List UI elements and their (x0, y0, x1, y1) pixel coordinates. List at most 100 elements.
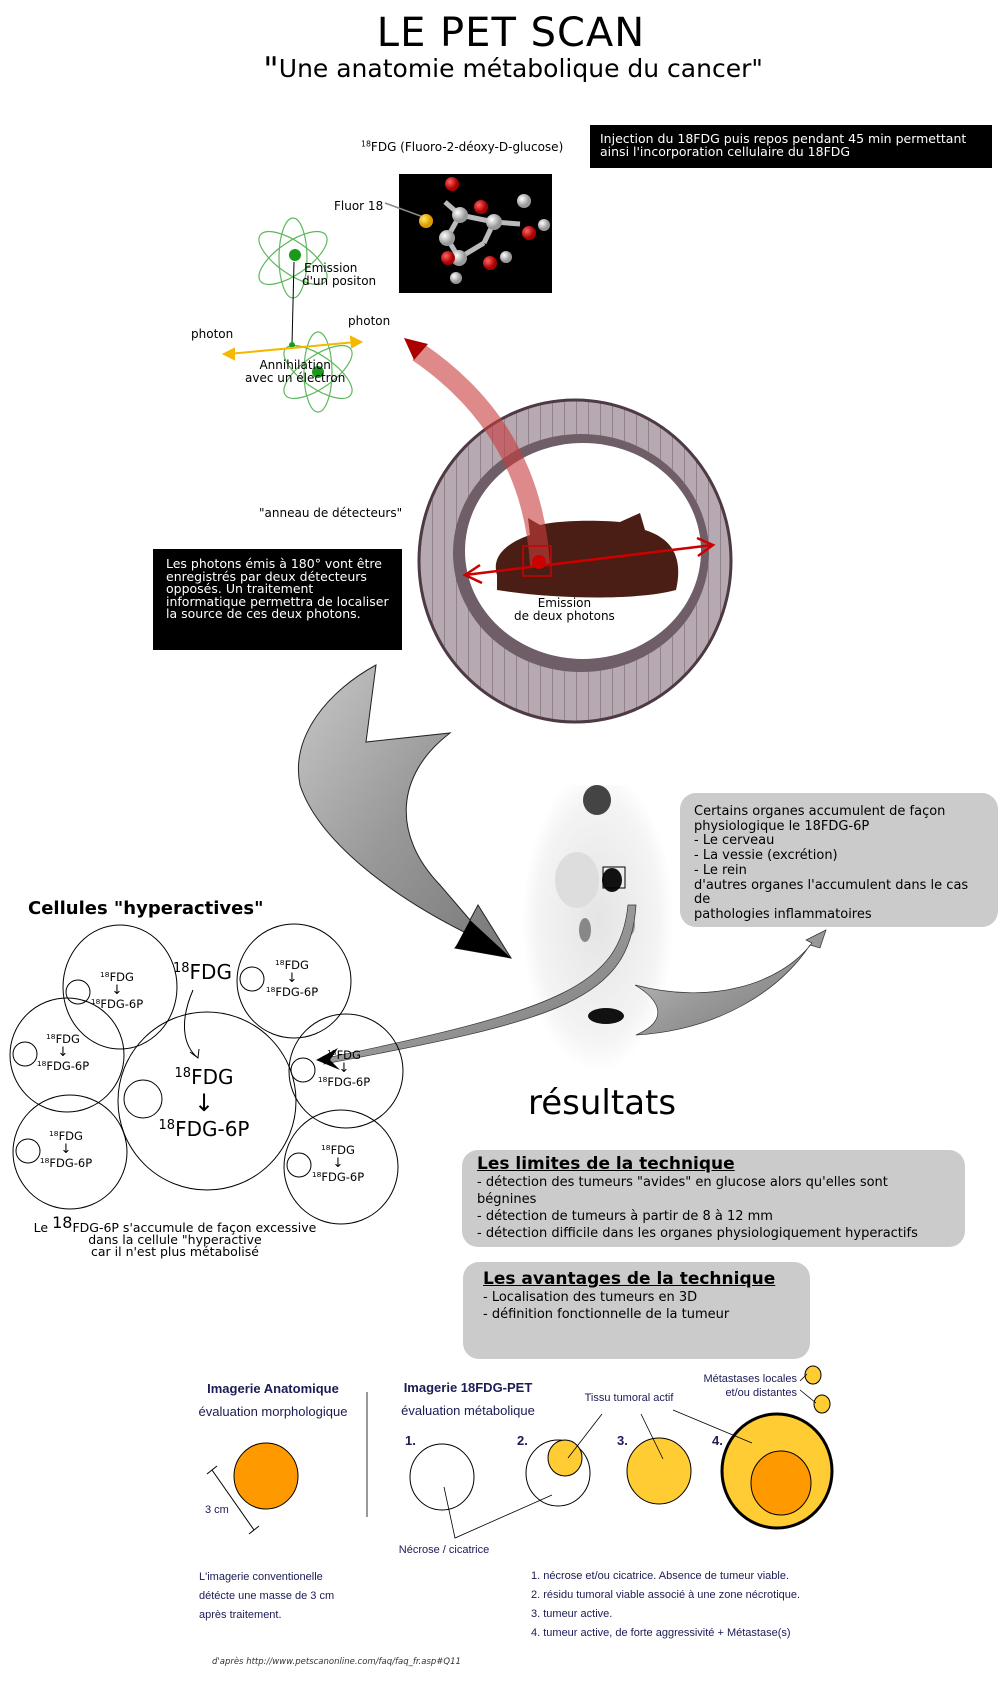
positon-emission-line: Emission (304, 261, 358, 275)
legend-item: 4. tumeur active, de forte aggressivité … (531, 1627, 791, 1639)
fdg-molecule-image (384, 174, 552, 293)
cell (12, 1094, 128, 1210)
cell-nucleus (286, 1152, 312, 1178)
fdg-isotope: 18 (361, 139, 371, 149)
advantages-title: Les avantages de la technique (483, 1269, 776, 1289)
isotope: 18 (158, 1117, 176, 1133)
fdg-name: FDG (Fluoro-2-déoxy-D-glucose) (370, 140, 564, 154)
cell (236, 923, 352, 1039)
cell-label: FDG-6P (321, 1170, 365, 1184)
hyperactive-cell-reaction: 18FDG↓18FDG-6P (159, 1066, 250, 1140)
source-credit: d'après http://www.petscanonline.com/faq… (212, 1657, 461, 1667)
stage-2-active-tissue (547, 1439, 583, 1477)
metastasis-circle (813, 1394, 831, 1414)
stage-number: 4. (712, 1433, 723, 1448)
isotope: 18 (321, 1142, 331, 1152)
cell-label: ↓ (338, 1061, 350, 1076)
arrow-to-cells-head (316, 1048, 340, 1070)
page-title: LE PET SCAN (376, 10, 646, 56)
big-arrow-head (455, 920, 511, 958)
page-subtitle: "Une anatomie métabolique du cancer" (0, 50, 1000, 90)
stage-1-circle (409, 1443, 475, 1511)
cell-label: ↓ (57, 1045, 69, 1060)
fdg-text: FDG (189, 960, 232, 984)
cell-label: ↓ (286, 971, 298, 986)
isotope: 18 (100, 969, 110, 979)
cell-label: FDG-6P (49, 1156, 93, 1170)
photon-right-label: photon (348, 314, 391, 328)
annihilation-line: avec un électron (245, 371, 346, 385)
isotope: 18 (49, 1128, 59, 1138)
detector-ring-label: "anneau de détecteurs" (259, 506, 403, 520)
photon-explanation-box: Les photons émis à 180° vont être enregi… (153, 549, 402, 650)
stage-4-core (750, 1450, 812, 1516)
isotope: 18 (311, 1169, 322, 1179)
cell-nucleus (15, 1138, 41, 1164)
cell-label: FDG (330, 1143, 355, 1157)
limits-item: - détection de tumeurs à partir de 8 à 1… (477, 1209, 773, 1224)
cell-label: FDG-6P (100, 997, 144, 1011)
organs-note-line: - La vessie (excrétion) (694, 848, 838, 864)
cell (283, 1109, 399, 1225)
two-photon-line: de deux photons (514, 609, 615, 623)
arrow-to-organs-note (634, 929, 827, 1036)
stage-number: 2. (517, 1433, 528, 1448)
subtitle-text: Une anatomie métabolique du cancer" (278, 54, 763, 83)
positon-emission-line: d'un positon (302, 274, 377, 288)
cell-label: FDG (109, 970, 134, 984)
cell-label: ↓ (193, 1089, 215, 1117)
limits-title: Les limites de la technique (477, 1154, 735, 1174)
limits-item: - détection difficile dans les organes p… (477, 1226, 918, 1241)
stage-legend: 1. nécrose et/ou cicatrice. Absence de t… (531, 1567, 800, 1643)
results-title: résultats (528, 1083, 677, 1123)
isotope: 18 (36, 1058, 47, 1068)
cell-nucleus (123, 1079, 163, 1119)
cell-nucleus (65, 979, 91, 1005)
legend-item: 3. tumeur active. (531, 1608, 613, 1620)
isotope: 18 (275, 957, 285, 967)
emission-source-dot (532, 555, 546, 569)
cell-label: FDG-6P (46, 1059, 90, 1073)
isotope: 18 (173, 960, 190, 976)
isotope: 18 (317, 1074, 328, 1084)
anatomic-subtitle: évaluation morphologique (198, 1404, 348, 1419)
cell-label: FDG (336, 1048, 361, 1062)
cell-reaction: 18FDG↓18FDG-6P (312, 1144, 364, 1184)
isotope: 18 (39, 1155, 50, 1165)
tumor-comparison-diagram (206, 1365, 834, 1539)
organs-note-line: Certains organes accumulent de façon (694, 804, 946, 819)
cell-reaction: 18FDG↓18FDG-6P (37, 1033, 89, 1073)
organs-note-box: Certains organes accumulent de façon phy… (680, 793, 998, 927)
cell (288, 1013, 404, 1129)
cell-label: FDG-6P (327, 1075, 371, 1089)
cell-nucleus (239, 966, 265, 992)
cell (9, 997, 125, 1113)
stage-number: 1. (405, 1433, 416, 1448)
isotope: 18 (327, 1047, 337, 1057)
arrow-to-cells (323, 904, 637, 1065)
cell-label: ↓ (111, 983, 123, 998)
anatomic-title: Imagerie Anatomique (207, 1381, 339, 1396)
organs-note-line: pathologies inflammatoires (694, 906, 872, 922)
uptake-arrow (412, 343, 550, 566)
fdg-entering-label: 18FDG (173, 960, 232, 984)
cell-reaction: 18FDG↓18FDG-6P (40, 1130, 92, 1170)
cell-label: FDG-6P (275, 985, 319, 999)
cell-label: FDG-6P (175, 1117, 250, 1141)
anatomic-mass-circle (233, 1442, 299, 1510)
cell-label: FDG (55, 1032, 80, 1046)
photon-left-label: photon (191, 327, 234, 341)
advantages-item: - définition fonctionnelle de la tumeur (483, 1307, 730, 1322)
isotope: 18 (265, 984, 276, 994)
advantages-box: Les avantages de la technique - Localisa… (463, 1262, 810, 1359)
cell (117, 1011, 297, 1191)
organs-note-line: physiologique le 18FDG-6P (694, 818, 870, 834)
stage-3-circle (626, 1437, 692, 1505)
necrosis-label: Nécrose / cicatrice (398, 1544, 490, 1556)
limits-item: - détection des tumeurs "avides" en gluc… (477, 1175, 888, 1207)
organs-note-line: - Le rein (694, 862, 747, 878)
fdg-label: 18FDG (Fluoro-2-déoxy-D-glucose) (361, 140, 563, 154)
